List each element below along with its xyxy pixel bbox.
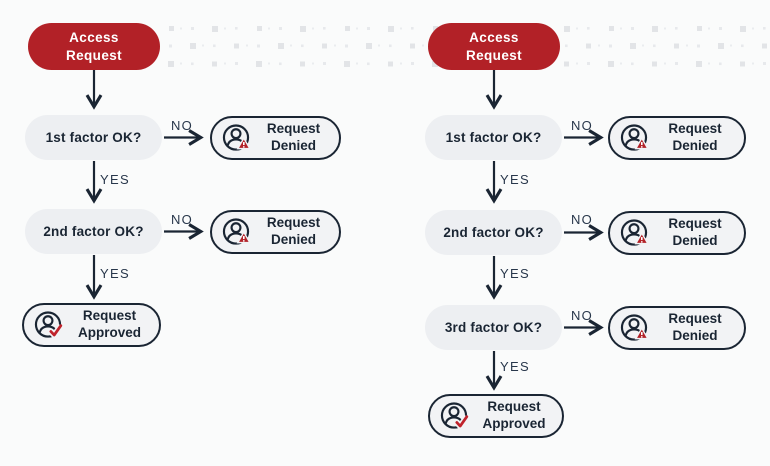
right-denied-label-2: Request Denied — [668, 216, 722, 248]
right-start-node: Access Request — [428, 23, 560, 70]
right-no-label-2: NO — [570, 212, 594, 227]
left-denied-label-2: Request Denied — [266, 215, 321, 247]
left-question-2-label: 2nd factor OK? — [43, 224, 144, 239]
right-denied-label-3: Request Denied — [668, 311, 722, 343]
right-denied-label-1: Request Denied — [668, 121, 722, 153]
right-approved-label: Request Approved — [482, 399, 546, 431]
user-warning-icon — [618, 312, 650, 344]
right-question-1st-factor: 1st factor OK? — [425, 115, 562, 160]
left-no-label-2: NO — [170, 212, 194, 227]
right-question-2nd-factor: 2nd factor OK? — [425, 210, 562, 255]
user-warning-icon — [220, 216, 252, 248]
left-question-2nd-factor: 2nd factor OK? — [25, 209, 162, 254]
left-approved-label: Request Approved — [77, 308, 141, 340]
left-start-node: Access Request — [28, 23, 160, 70]
flow-arrows — [85, 70, 604, 391]
left-denied-label-1: Request Denied — [266, 121, 321, 153]
user-check-icon — [32, 309, 64, 340]
left-yes-label-1: YES — [100, 172, 130, 187]
left-start-label: Access Request — [65, 29, 123, 63]
right-yes-label-2: YES — [500, 266, 530, 281]
right-no-label-3: NO — [570, 308, 594, 323]
left-yes-label-2: YES — [100, 266, 130, 281]
right-question-3-label: 3rd factor OK? — [444, 320, 543, 335]
user-warning-icon — [618, 217, 650, 249]
left-denied-node-2: Request Denied — [210, 210, 341, 254]
right-approved-node: Request Approved — [428, 394, 564, 438]
user-warning-icon — [618, 122, 650, 154]
left-no-label-1: NO — [170, 118, 194, 133]
left-approved-node: Request Approved — [22, 303, 161, 347]
user-check-icon — [438, 400, 470, 431]
left-question-1-label: 1st factor OK? — [45, 130, 142, 145]
right-question-3rd-factor: 3rd factor OK? — [425, 305, 562, 350]
right-yes-label-1: YES — [500, 172, 530, 187]
right-question-2-label: 2nd factor OK? — [443, 225, 544, 240]
right-yes-label-3: YES — [500, 359, 530, 374]
right-denied-node-3: Request Denied — [608, 306, 746, 350]
right-question-1-label: 1st factor OK? — [445, 130, 542, 145]
right-denied-node-1: Request Denied — [608, 116, 746, 160]
left-denied-node-1: Request Denied — [210, 116, 341, 160]
right-no-label-1: NO — [570, 118, 594, 133]
left-question-1st-factor: 1st factor OK? — [25, 115, 162, 160]
right-start-label: Access Request — [465, 29, 523, 63]
right-denied-node-2: Request Denied — [608, 211, 746, 255]
user-warning-icon — [220, 122, 252, 154]
